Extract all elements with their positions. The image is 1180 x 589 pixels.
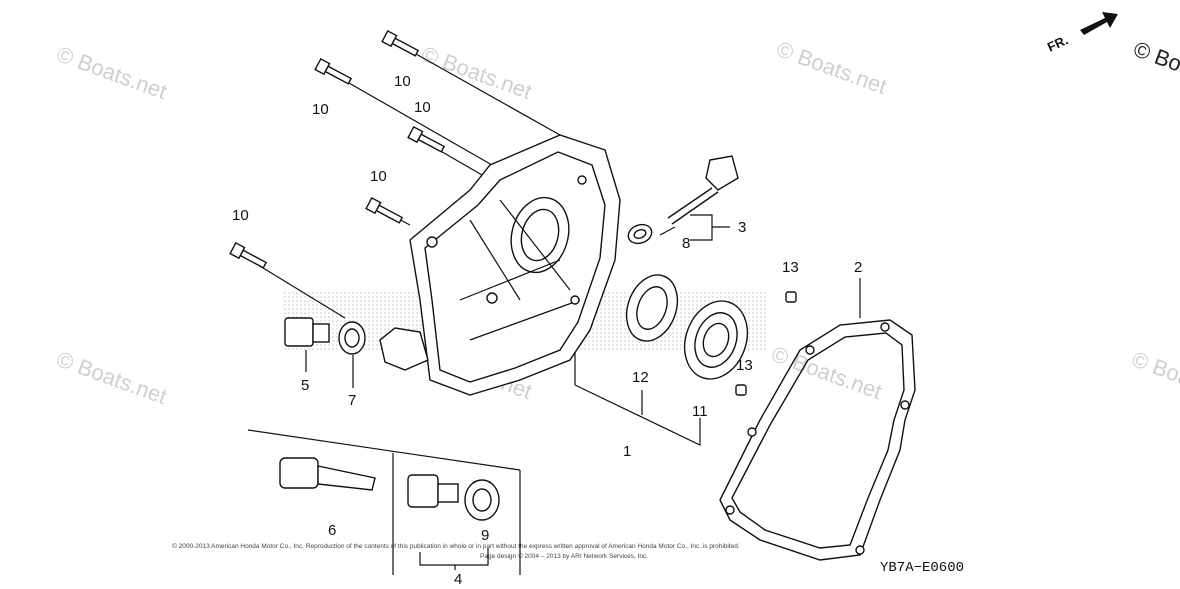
- watermark: © Boats.net: [53, 41, 170, 104]
- watermark: © Boats.net: [53, 346, 170, 409]
- plug-kit-part: [407, 474, 500, 521]
- callout-4: 4: [454, 571, 462, 588]
- callout-1: 1: [623, 443, 631, 460]
- direction-arrow-icon: [1080, 12, 1118, 35]
- seal-bearing-part: [625, 274, 749, 380]
- watermark: © Boats.net: [773, 36, 890, 99]
- callout-2: 2: [854, 259, 862, 276]
- direction-indicator: FR.: [1045, 12, 1118, 55]
- callout-10: 10: [370, 168, 387, 185]
- bolt-icon: [381, 29, 420, 57]
- bolt-group: [229, 29, 446, 269]
- dipstick-part: [627, 155, 739, 245]
- callout-13: 13: [736, 357, 753, 374]
- callout-3: 3: [738, 219, 746, 236]
- watermark: © Boats.net: [1130, 36, 1180, 99]
- callout-11: 11: [692, 403, 708, 420]
- callout-12: 12: [632, 369, 649, 386]
- dowel-pin-icon: [785, 291, 797, 303]
- callout-10: 10: [394, 73, 411, 90]
- drain-plug-part: [284, 317, 429, 371]
- callout-5: 5: [301, 377, 309, 394]
- diagram-code: YB7A−E0600: [880, 560, 964, 576]
- dowel-pin-icon: [735, 384, 747, 396]
- direction-label: FR.: [1045, 32, 1070, 54]
- callout-10: 10: [414, 99, 431, 116]
- copyright-line: Page design © 2004 – 2013 by ARI Network…: [480, 552, 648, 560]
- callout-13: 13: [782, 259, 799, 276]
- watermark: © Boats.net: [1128, 346, 1180, 409]
- crankcase-cover: [409, 134, 621, 396]
- callout-8: 8: [682, 235, 690, 252]
- bolt-icon: [229, 241, 268, 269]
- callout-7: 7: [348, 392, 356, 409]
- watermark: © Boats.net: [768, 341, 885, 404]
- copyright-line: © 2000-2013 American Honda Motor Co., In…: [172, 542, 740, 550]
- callout-group: 10 10 10 10 10 3 8 13 2 5 7 12 13 11 1 6…: [232, 73, 862, 588]
- bolt-icon: [314, 57, 353, 85]
- dipstick-kit-part: [279, 457, 376, 491]
- bolt-icon: [365, 196, 404, 224]
- gasket-part: [719, 319, 916, 561]
- callout-9: 9: [481, 527, 489, 544]
- callout-10: 10: [232, 207, 249, 224]
- watermark: © Boats.net: [418, 41, 535, 104]
- callout-6: 6: [328, 522, 336, 539]
- bolt-icon: [407, 125, 446, 153]
- callout-10: 10: [312, 101, 329, 118]
